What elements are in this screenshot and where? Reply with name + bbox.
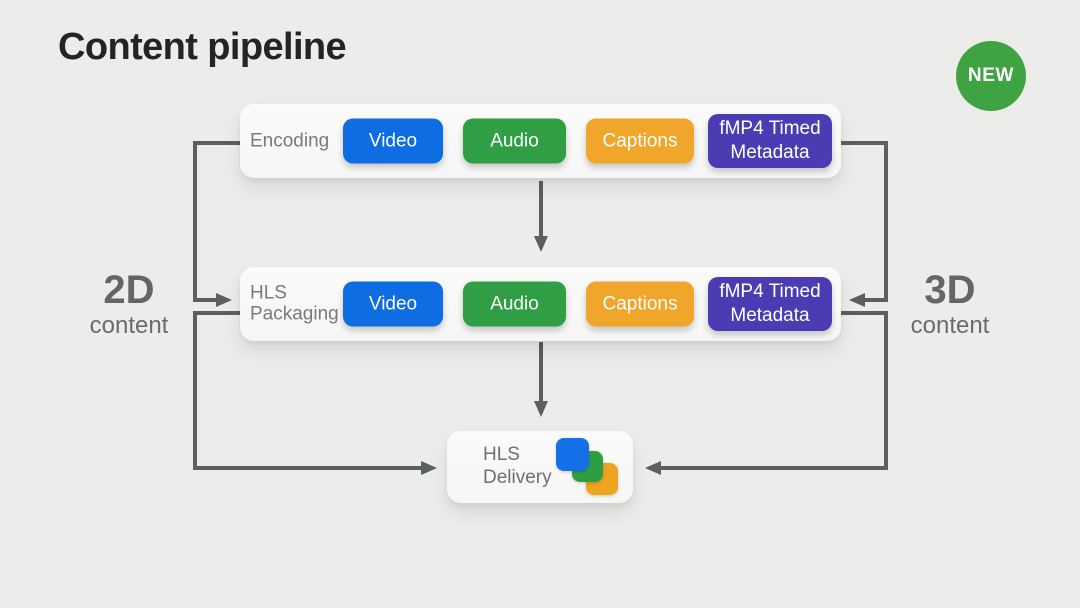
packaging-audio-pill: Audio <box>463 281 566 327</box>
packaging-video-pill: Video <box>343 281 443 327</box>
hls-packaging-label: HLS Packaging <box>250 282 339 325</box>
encoding-video-pill: Video <box>343 118 443 164</box>
label-3d-heading: 3D <box>924 268 976 312</box>
arrow-left-encoding-to-packaging <box>193 141 240 307</box>
packaging-fmp4-metadata-pill: fMP4 Timed Metadata <box>708 277 832 331</box>
encoding-card: Encoding Video Audio Captions fMP4 Timed… <box>240 104 841 178</box>
encoding-captions-pill: Captions <box>586 118 694 164</box>
label-3d-content: 3D content <box>884 270 1016 340</box>
arrow-right-encoding-to-packaging <box>841 141 888 307</box>
new-badge: NEW <box>956 41 1026 111</box>
label-3d-subheading: content <box>910 312 990 339</box>
label-2d-subheading: content <box>89 312 169 339</box>
packaging-captions-pill: Captions <box>586 281 694 327</box>
stacked-squares-icon <box>447 431 633 503</box>
hls-delivery-card: HLS Delivery <box>447 431 633 503</box>
encoding-label: Encoding <box>250 130 330 152</box>
hls-packaging-card: HLS Packaging Video Audio Captions fMP4 … <box>240 267 841 341</box>
encoding-audio-pill: Audio <box>463 118 566 164</box>
label-2d-content: 2D content <box>63 270 195 340</box>
hls-delivery-label: HLS Delivery <box>483 444 552 488</box>
page-title: Content pipeline <box>58 26 347 68</box>
encoding-fmp4-metadata-pill: fMP4 Timed Metadata <box>708 114 832 168</box>
label-2d-heading: 2D <box>103 268 155 312</box>
blue-square-icon <box>556 438 589 471</box>
